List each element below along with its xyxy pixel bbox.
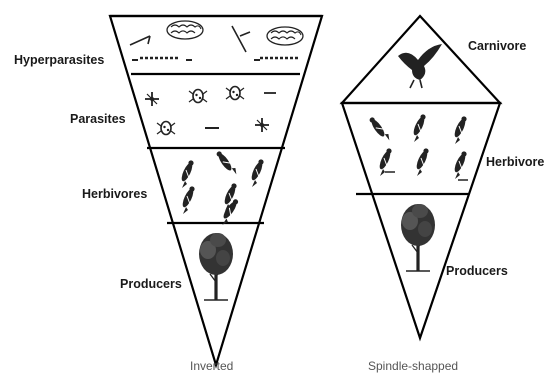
level-label-herbivore: Herbivore xyxy=(486,155,544,169)
level-label-hyperparasites: Hyperparasites xyxy=(14,53,104,67)
level-label-herbivores: Herbivores xyxy=(82,187,147,201)
parasite-insect-icons xyxy=(145,87,276,135)
level-label-producers-spindle: Producers xyxy=(446,264,508,278)
eagle-icon xyxy=(398,44,442,88)
hyperparasite-icons xyxy=(130,21,303,60)
caption-inverted: Inverted xyxy=(190,359,233,373)
spindle-pyramid xyxy=(342,16,500,338)
tree-icon xyxy=(199,233,233,300)
tree-icon-spindle xyxy=(401,204,435,271)
caption-spindle: Spindle-shapped xyxy=(368,359,458,373)
level-label-parasites: Parasites xyxy=(70,112,126,126)
bird-icons xyxy=(180,150,265,227)
level-label-producers: Producers xyxy=(120,277,182,291)
bird-icons-spindle xyxy=(364,114,468,180)
level-label-carnivore: Carnivore xyxy=(468,39,526,53)
